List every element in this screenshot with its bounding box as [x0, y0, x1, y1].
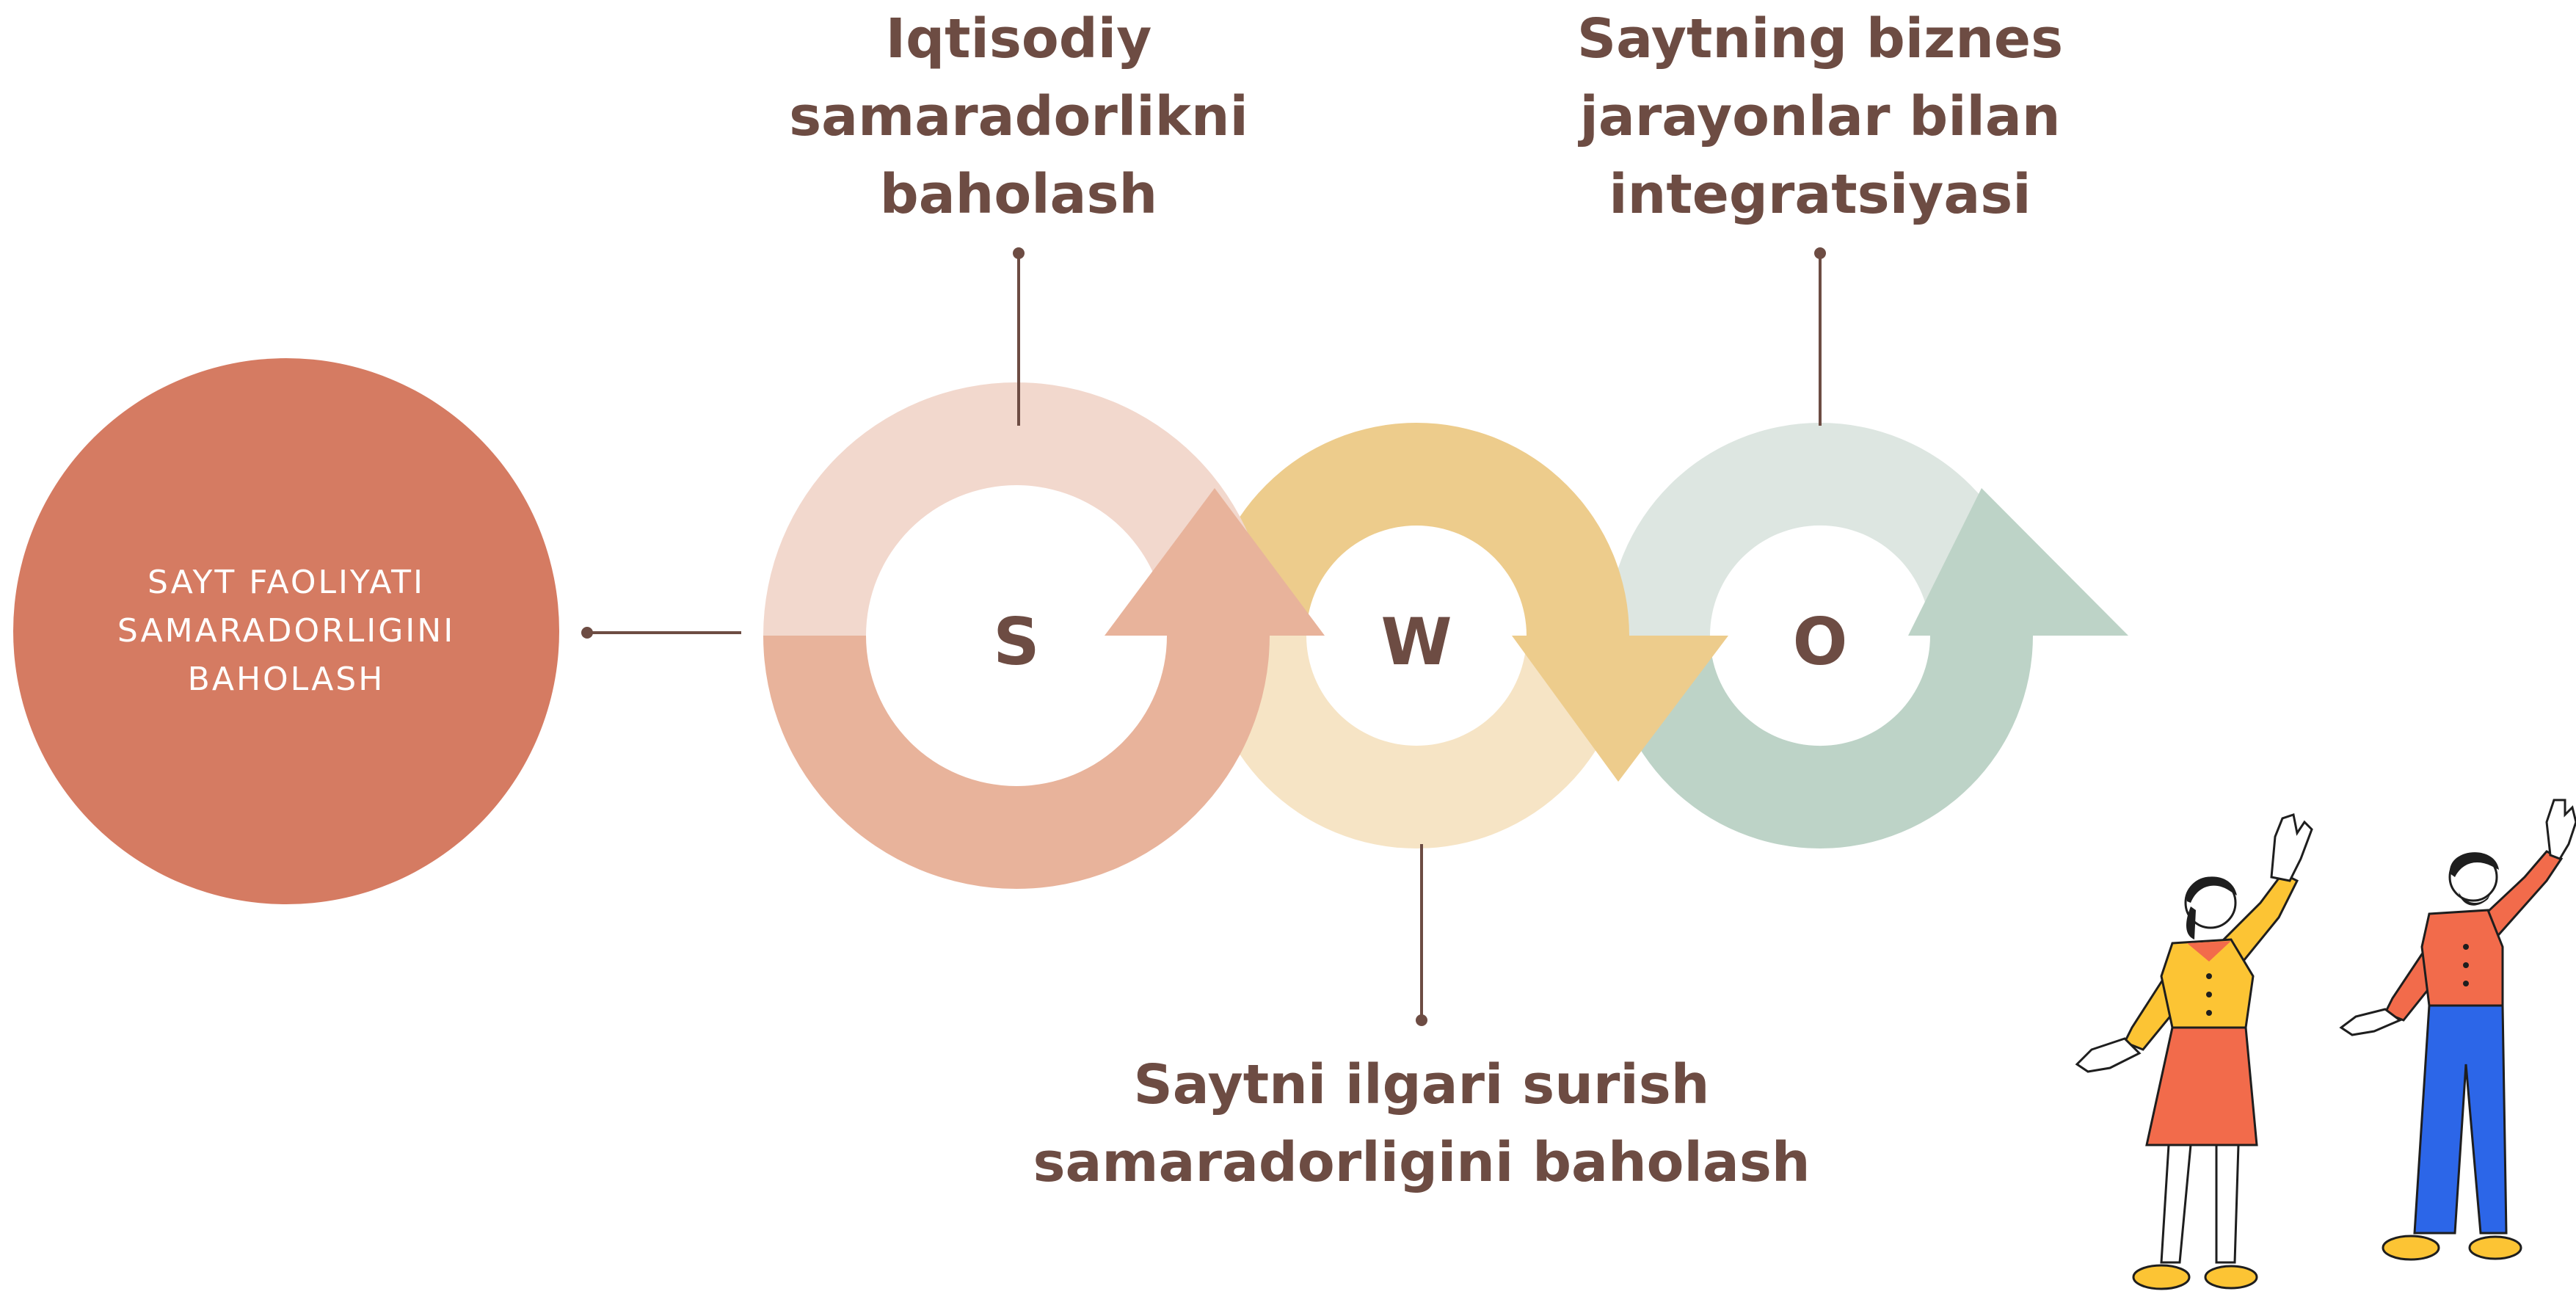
main-topic-label: SAYT FAOLIYATI SAMARADORLIGINI BAHOLASH — [15, 352, 558, 910]
s-callout-line-3: baholash — [879, 163, 1158, 226]
s-arrow-head — [1105, 488, 1325, 636]
o-callout-text: Saytning biznes jarayonlar bilan integra… — [1527, 0, 2114, 233]
o-callout-line-2: jarayonlar bilan — [1579, 85, 2061, 148]
w-callout-dot — [1416, 1014, 1427, 1026]
main-topic-line-1: SAYT FAOLIYATI — [148, 564, 425, 601]
o-callout-dot — [1814, 247, 1826, 259]
swot-letter-w: W — [1380, 604, 1452, 680]
w-callout-line-2: samaradorligini baholash — [1033, 1131, 1811, 1194]
man-illustration — [2339, 799, 2576, 1261]
s-callout-text: Iqtisodiy samaradorlikni baholash — [762, 0, 1276, 233]
s-callout-line-2: samaradorlikni — [789, 85, 1248, 148]
w-ring — [1204, 423, 1728, 848]
main-connector-dot — [581, 627, 593, 639]
main-topic-circle — [13, 358, 559, 904]
swot-letter-o: O — [1793, 604, 1848, 680]
o-callout-line-1: Saytning biznes — [1576, 7, 2064, 70]
s-callout-line-1: Iqtisodiy — [885, 7, 1152, 70]
o-ring — [1607, 423, 2128, 848]
main-topic-line-2: SAMARADORLIGINI — [117, 612, 456, 650]
s-callout-dot — [1013, 247, 1025, 259]
woman-illustration — [2075, 813, 2313, 1290]
w-callout-text: Saytni ilgari surish samaradorligini bah… — [1018, 1046, 1825, 1202]
w-arrow-head — [1512, 636, 1728, 782]
main-topic-line-3: BAHOLASH — [187, 661, 385, 698]
swot-letter-s: S — [993, 604, 1039, 680]
o-callout-line-3: integratsiyasi — [1609, 163, 2031, 226]
o-arrow-head — [1908, 488, 2128, 636]
s-ring — [763, 382, 1325, 889]
w-callout-line-1: Saytni ilgari surish — [1133, 1053, 1710, 1116]
